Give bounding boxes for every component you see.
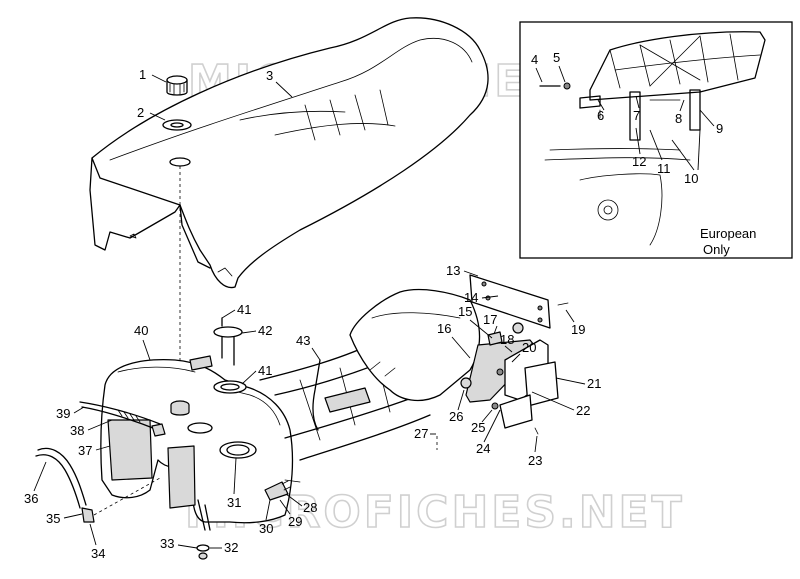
european-rack-inset: European Only bbox=[519, 21, 793, 259]
callout-10: 10 bbox=[684, 171, 698, 186]
callout-3: 3 bbox=[266, 68, 273, 83]
callout-34: 34 bbox=[91, 546, 105, 561]
callout-6: 6 bbox=[597, 108, 604, 123]
fuel-line-part bbox=[79, 401, 166, 437]
callout-32: 32 bbox=[224, 540, 238, 555]
fuel-tank-part bbox=[100, 359, 301, 531]
vent-hose-part bbox=[35, 447, 161, 523]
taillight-bracket-part bbox=[460, 331, 559, 435]
callout-33: 33 bbox=[160, 536, 174, 551]
drain-fitting-part bbox=[264, 480, 291, 501]
callout-23: 23 bbox=[528, 453, 542, 468]
callout-41-upper: 41 bbox=[237, 302, 251, 317]
callouts: 1 2 3 4 5 6 7 8 9 10 11 12 13 bbox=[24, 50, 723, 561]
callout-5: 5 bbox=[553, 50, 560, 65]
callout-29: 29 bbox=[288, 514, 302, 529]
callout-38: 38 bbox=[70, 423, 84, 438]
callout-16: 16 bbox=[437, 321, 451, 336]
callout-43: 43 bbox=[296, 333, 310, 348]
callout-36: 36 bbox=[24, 491, 38, 506]
callout-42: 42 bbox=[258, 323, 272, 338]
callout-35: 35 bbox=[46, 511, 60, 526]
callout-17: 17 bbox=[483, 312, 497, 327]
callout-20: 20 bbox=[522, 340, 536, 355]
callout-2: 2 bbox=[137, 105, 144, 120]
fuel-cap-part bbox=[166, 75, 188, 96]
callout-8: 8 bbox=[675, 111, 682, 126]
callout-7: 7 bbox=[633, 108, 640, 123]
callout-12: 12 bbox=[632, 154, 646, 169]
callout-30: 30 bbox=[259, 521, 273, 536]
callout-18: 18 bbox=[500, 332, 514, 347]
callout-39: 39 bbox=[56, 406, 70, 421]
callout-31: 31 bbox=[227, 495, 241, 510]
cap-gasket-part bbox=[162, 119, 192, 131]
fuel-sender-part bbox=[189, 317, 247, 394]
callout-27: 27 bbox=[414, 426, 428, 441]
callout-25: 25 bbox=[471, 420, 485, 435]
callout-1: 1 bbox=[139, 67, 146, 82]
callout-13: 13 bbox=[446, 263, 460, 278]
callout-37: 37 bbox=[78, 443, 92, 458]
callout-40: 40 bbox=[134, 323, 148, 338]
callout-28: 28 bbox=[303, 500, 317, 515]
callout-4: 4 bbox=[531, 52, 538, 67]
frame-base-part bbox=[259, 288, 481, 461]
inset-label-line1: European bbox=[700, 226, 756, 241]
plate-bracket-part bbox=[469, 274, 569, 334]
mount-nut-part bbox=[196, 544, 210, 560]
callout-19: 19 bbox=[571, 322, 585, 337]
inset-label-line2: Only bbox=[703, 242, 730, 257]
callout-21: 21 bbox=[587, 376, 601, 391]
callout-15: 15 bbox=[458, 304, 472, 319]
callout-11: 11 bbox=[657, 161, 671, 176]
callout-24: 24 bbox=[476, 441, 490, 456]
callout-26: 26 bbox=[449, 409, 463, 424]
callout-14: 14 bbox=[464, 290, 478, 305]
callout-9: 9 bbox=[716, 121, 723, 136]
callout-41-lower: 41 bbox=[258, 363, 272, 378]
callout-22: 22 bbox=[576, 403, 590, 418]
